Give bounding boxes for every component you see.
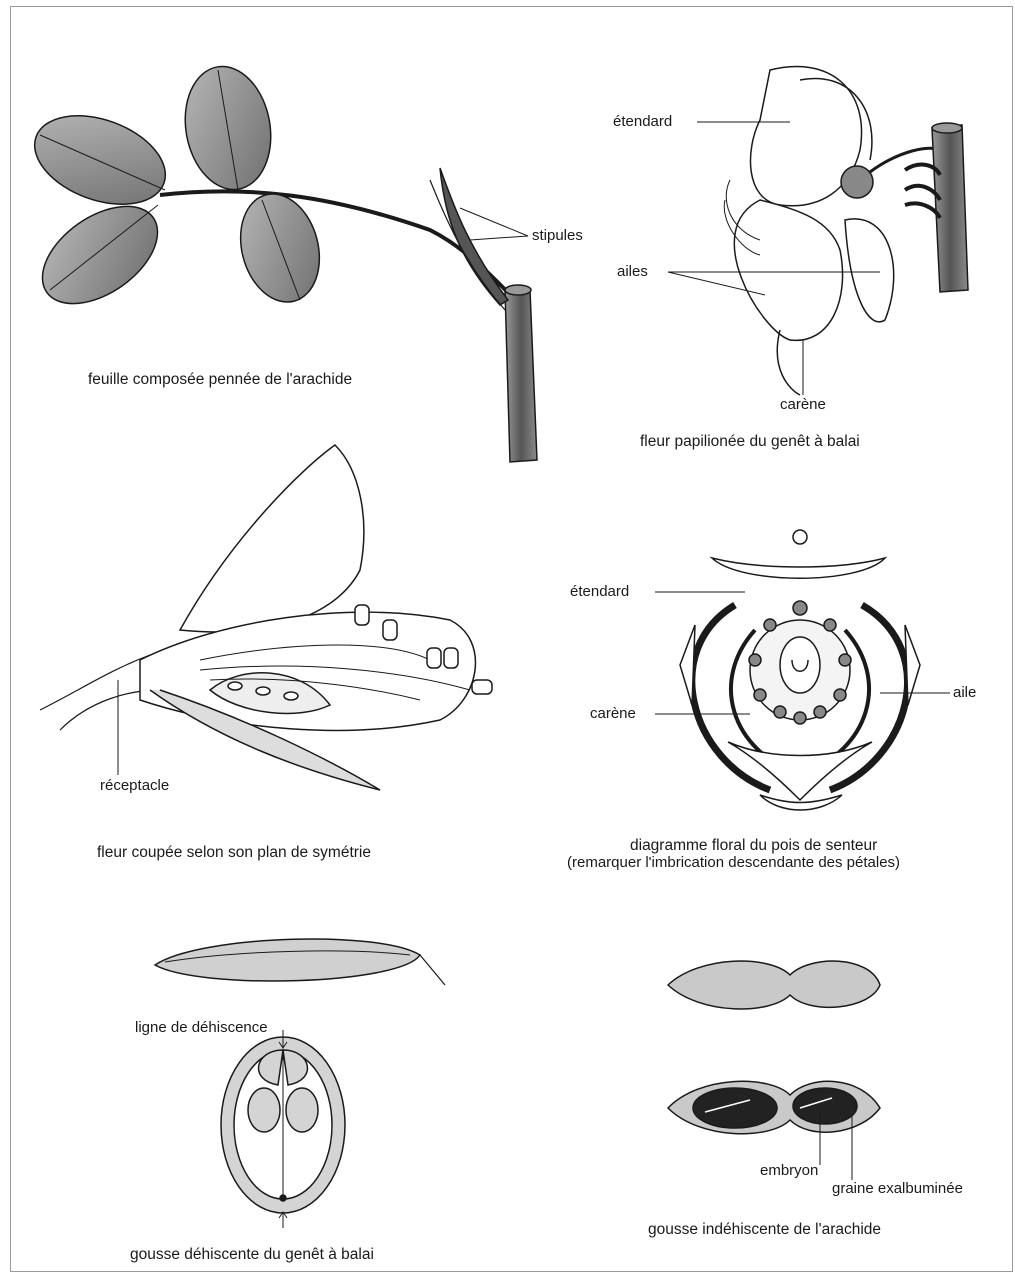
label-etendard-flower: étendard bbox=[613, 113, 672, 131]
caption-leaf: feuille composée pennée de l'arachide bbox=[88, 370, 352, 389]
caption-papilionaceous: fleur papilionée du genêt à balai bbox=[640, 432, 860, 451]
flower-section-drawing bbox=[40, 445, 492, 790]
caption-indehiscent: gousse indéhiscente de l'arachide bbox=[648, 1220, 881, 1239]
label-etendard-diagram: étendard bbox=[570, 583, 629, 601]
label-ligne-dehiscence: ligne de déhiscence bbox=[135, 1019, 268, 1037]
caption-dehiscent: gousse déhiscente du genêt à balai bbox=[130, 1245, 374, 1264]
label-aile: aile bbox=[953, 684, 976, 702]
label-embryon: embryon bbox=[760, 1162, 818, 1180]
groundnut-leaf-drawing bbox=[22, 60, 537, 462]
caption-diagram-line2: (remarquer l'imbrication descendante des… bbox=[567, 853, 900, 872]
caption-section: fleur coupée selon son plan de symétrie bbox=[97, 843, 371, 862]
label-carene-flower: carène bbox=[780, 396, 826, 414]
indehiscent-pod-drawing bbox=[668, 961, 880, 1180]
floral-diagram-drawing bbox=[655, 530, 950, 810]
dehiscent-pod-drawing bbox=[155, 939, 445, 1228]
label-stipules: stipules bbox=[532, 227, 583, 245]
papilionaceous-flower-drawing bbox=[668, 67, 968, 395]
label-ailes: ailes bbox=[617, 263, 648, 281]
label-graine: graine exalbuminée bbox=[832, 1180, 963, 1198]
label-carene-diagram: carène bbox=[590, 705, 636, 723]
label-receptacle: réceptacle bbox=[100, 777, 169, 795]
